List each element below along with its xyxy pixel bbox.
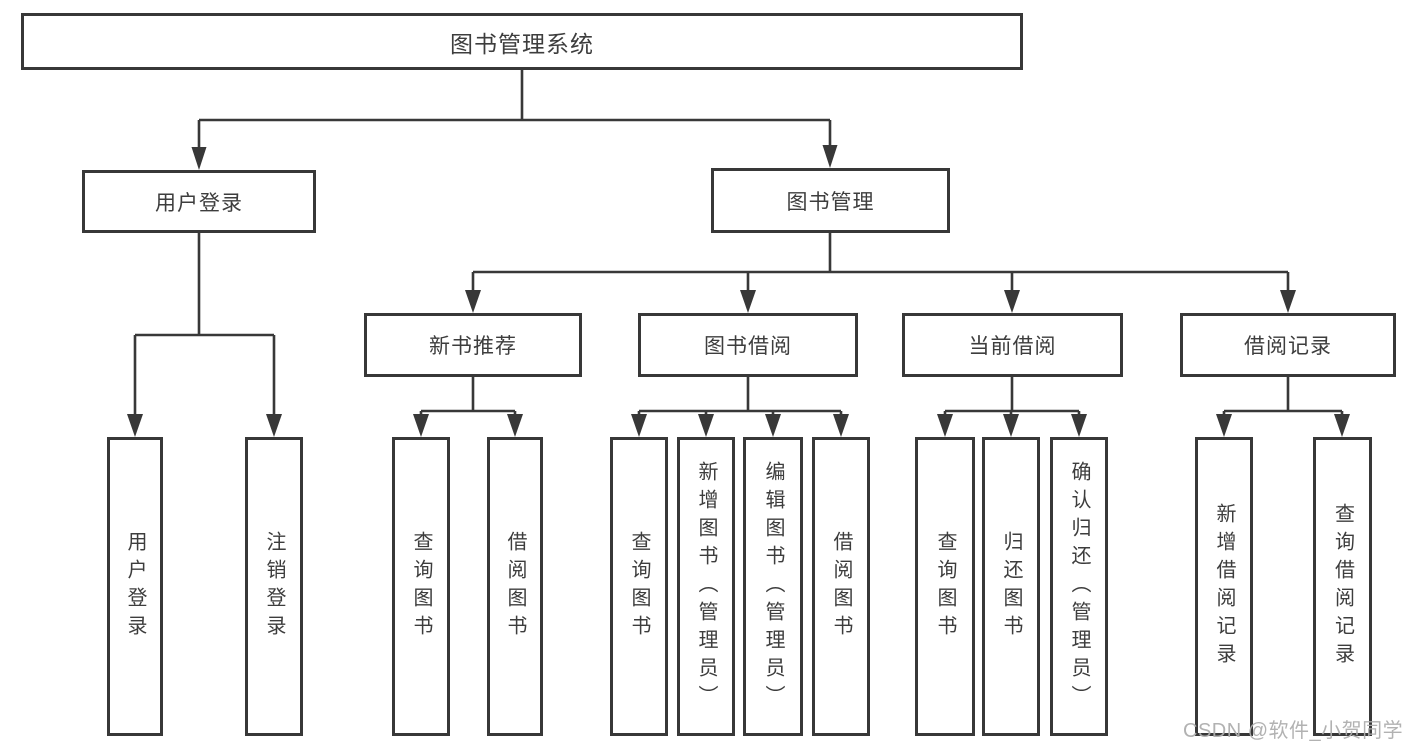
leaf-borrow-books-recommend: 借阅图书 (487, 437, 543, 736)
leaf-add-book-admin-label: 新增图书（管理员） (695, 460, 717, 713)
leaf-logout: 注销登录 (245, 437, 303, 736)
node-current-borrowing-label: 当前借阅 (968, 335, 1057, 358)
node-user-login-label: 用户登录 (155, 191, 243, 215)
node-book-borrowing: 图书借阅 (638, 313, 858, 377)
node-current-borrowing: 当前借阅 (902, 313, 1123, 377)
leaf-query-books-borrowing: 查询图书 (610, 437, 668, 736)
leaf-add-book-admin: 新增图书（管理员） (677, 437, 735, 736)
leaf-user-login-label: 用户登录 (124, 530, 146, 643)
node-new-book-recommendation-label: 新书推荐 (429, 335, 517, 358)
leaf-add-borrow-record-label: 新增借阅记录 (1213, 502, 1235, 671)
leaf-borrow-books-borrowing-label: 借阅图书 (830, 530, 852, 643)
leaf-confirm-return-admin: 确认归还（管理员） (1050, 437, 1108, 736)
leaf-query-books-recommend-label: 查询图书 (410, 530, 432, 643)
node-borrowing-records: 借阅记录 (1180, 313, 1396, 377)
node-book-borrowing-label: 图书借阅 (704, 335, 792, 358)
leaf-add-borrow-record: 新增借阅记录 (1195, 437, 1253, 736)
node-book-management-label: 图书管理 (786, 190, 875, 214)
leaf-query-borrow-record: 查询借阅记录 (1313, 437, 1372, 736)
leaf-borrow-books-borrowing: 借阅图书 (812, 437, 870, 736)
node-borrowing-records-label: 借阅记录 (1244, 335, 1332, 358)
leaf-edit-book-admin-label: 编辑图书（管理员） (762, 460, 784, 713)
leaf-logout-label: 注销登录 (263, 530, 285, 643)
leaf-query-borrow-record-label: 查询借阅记录 (1331, 502, 1354, 671)
leaf-return-book: 归还图书 (982, 437, 1040, 736)
leaf-confirm-return-admin-label: 确认归还（管理员） (1068, 460, 1090, 713)
node-user-login: 用户登录 (82, 170, 316, 233)
leaf-return-book-label: 归还图书 (1000, 530, 1022, 643)
leaf-query-books-borrowing-label: 查询图书 (628, 530, 650, 643)
root-node-library-management-system: 图书管理系统 (21, 13, 1023, 70)
leaf-query-books-current-label: 查询图书 (934, 530, 956, 643)
node-book-management: 图书管理 (711, 168, 950, 233)
leaf-edit-book-admin: 编辑图书（管理员） (743, 437, 803, 736)
root-node-label: 图书管理系统 (450, 30, 594, 57)
leaf-user-login: 用户登录 (107, 437, 163, 736)
arrowhead-icons (127, 145, 1350, 437)
leaf-query-books-current: 查询图书 (915, 437, 975, 736)
leaf-query-books-recommend: 查询图书 (392, 437, 450, 736)
node-new-book-recommendation: 新书推荐 (364, 313, 582, 377)
leaf-borrow-books-recommend-label: 借阅图书 (504, 530, 526, 643)
csdn-watermark: CSDN @软件_小贺同学 (1183, 720, 1404, 742)
